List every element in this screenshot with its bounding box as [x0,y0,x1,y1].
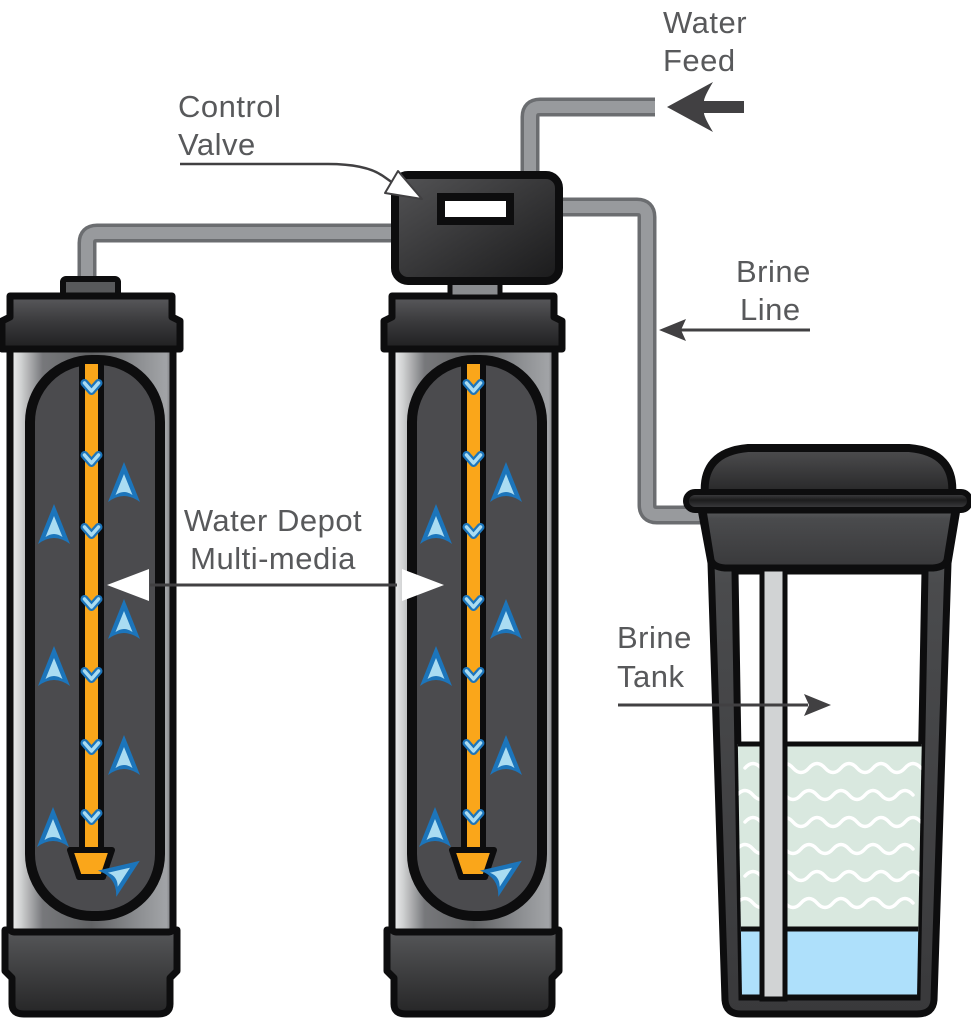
valve-display [437,193,514,225]
control-valve-leader-line [180,162,401,190]
tank-interconnect-pipe [77,223,405,292]
control-valve-arrowhead-icon [384,170,423,200]
control-valve [391,171,563,300]
control-valve-label-line1: Control [178,89,281,124]
control-valve-label-line2: Valve [178,127,256,162]
brine-tank-rim [683,489,971,513]
brine-line-label-line1: Brine [736,254,811,289]
brine-well-tube [759,550,788,1002]
valve-body [391,171,563,285]
plumbing [77,97,706,525]
brine-tank-arrowhead-icon [804,694,831,716]
media-arrowhead-right-icon [402,569,444,601]
media-arrowhead-left-icon [107,569,149,601]
brine-tank [683,444,971,1018]
brine-tank-label-line2: Tank [617,659,684,694]
brine-tank-label-line1: Brine [617,620,692,655]
water-feed-pipe [520,97,655,178]
media-label-line1: Water Depot [184,503,362,538]
water-feed-label-line1: Water [663,5,747,40]
media-label-line2: Multi-media [190,541,356,576]
brine-line-label-line2: Line [740,292,801,327]
brine-line-arrowhead-icon [659,319,686,341]
water-feed-arrow-icon [667,82,744,132]
brine-tank-lid [700,444,957,500]
water-feed-label-line2: Feed [663,43,736,78]
media-tank-middle [384,296,562,1014]
media-tank-left [2,296,180,1014]
annotations: Water Feed Control Valve Brine Line Wate… [107,5,831,716]
brine-tank-shoulder [699,506,959,572]
brine-water-layer [735,926,925,997]
brine-line-pipe [556,197,706,525]
